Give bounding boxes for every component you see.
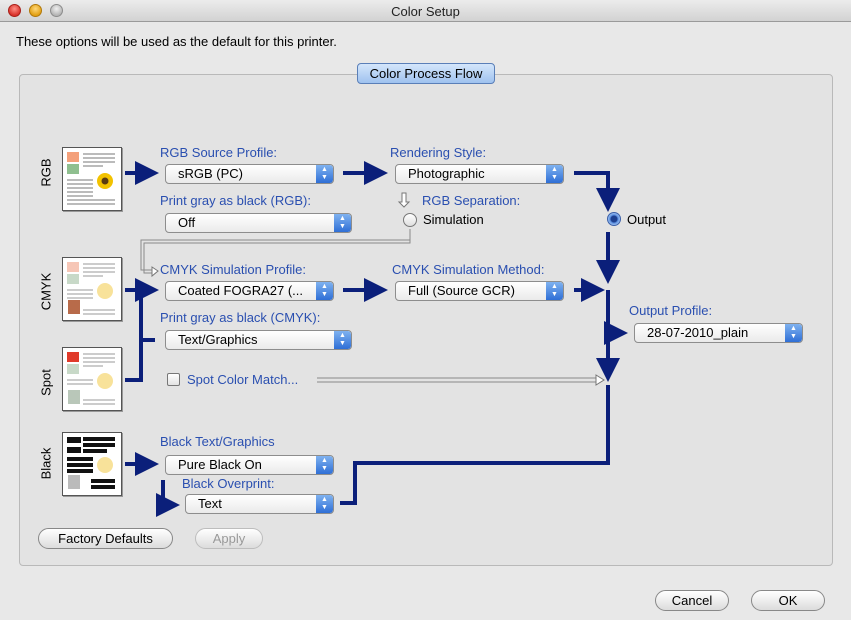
print-gray-cmyk-value: Text/Graphics xyxy=(178,332,258,347)
popup-arrows-icon: ▲▼ xyxy=(316,495,333,513)
simulation-radio[interactable] xyxy=(403,213,417,227)
popup-arrows-icon: ▲▼ xyxy=(334,331,351,349)
row-label-rgb: RGB xyxy=(38,158,54,187)
print-gray-cmyk-label: Print gray as black (CMYK): xyxy=(160,310,321,325)
apply-button[interactable]: Apply xyxy=(195,528,263,549)
popup-arrows-icon: ▲▼ xyxy=(334,214,351,232)
cmyk-simulation-profile-label: CMYK Simulation Profile: xyxy=(160,262,306,277)
factory-defaults-button[interactable]: Factory Defaults xyxy=(38,528,173,549)
popup-arrows-icon: ▲▼ xyxy=(316,456,333,474)
popup-arrows-icon: ▲▼ xyxy=(546,165,563,183)
black-text-graphics-value: Pure Black On xyxy=(178,457,262,472)
rgb-source-profile-value: sRGB (PC) xyxy=(178,166,243,181)
popup-arrows-icon: ▲▼ xyxy=(546,282,563,300)
cancel-button[interactable]: Cancel xyxy=(655,590,729,611)
print-gray-rgb-label: Print gray as black (RGB): xyxy=(160,193,311,208)
minimize-window-button[interactable] xyxy=(29,4,42,17)
title-bar: Color Setup xyxy=(0,0,851,22)
zoom-window-button[interactable] xyxy=(50,4,63,17)
simulation-radio-label: Simulation xyxy=(423,212,484,227)
rendering-style-label: Rendering Style: xyxy=(390,145,487,160)
black-overprint-value: Text xyxy=(198,496,222,511)
window-title: Color Setup xyxy=(391,4,460,19)
cmyk-simulation-method-label: CMYK Simulation Method: xyxy=(392,262,545,277)
spot-document-thumbnail xyxy=(62,347,122,411)
rendering-style-popup[interactable]: Photographic ▲▼ xyxy=(395,164,564,184)
print-gray-rgb-popup[interactable]: Off ▲▼ xyxy=(165,213,352,233)
row-label-cmyk: CMYK xyxy=(38,272,54,311)
cmyk-simulation-profile-value: Coated FOGRA27 (... xyxy=(178,283,303,298)
close-window-button[interactable] xyxy=(8,4,21,17)
output-radio-label: Output xyxy=(627,212,667,227)
spot-color-match-checkbox[interactable] xyxy=(167,373,180,386)
print-gray-rgb-value: Off xyxy=(178,215,196,230)
popup-arrows-icon: ▲▼ xyxy=(785,324,802,342)
print-gray-cmyk-popup[interactable]: Text/Graphics ▲▼ xyxy=(165,330,352,350)
output-profile-label: Output Profile: xyxy=(629,303,713,318)
black-text-graphics-label: Black Text/Graphics xyxy=(160,434,275,449)
intro-text: These options will be used as the defaul… xyxy=(16,34,337,49)
group-title: Color Process Flow xyxy=(357,63,495,84)
output-radio[interactable] xyxy=(607,212,621,226)
spot-color-match-label[interactable]: Spot Color Match... xyxy=(187,372,299,387)
cmyk-simulation-profile-popup[interactable]: Coated FOGRA27 (... ▲▼ xyxy=(165,281,334,301)
rendering-style-value: Photographic xyxy=(408,166,485,181)
ok-button[interactable]: OK xyxy=(751,590,825,611)
popup-arrows-icon: ▲▼ xyxy=(316,165,333,183)
black-text-graphics-popup[interactable]: Pure Black On ▲▼ xyxy=(165,455,334,475)
rgb-source-profile-label: RGB Source Profile: xyxy=(160,145,278,160)
row-label-spot: Spot xyxy=(38,369,54,396)
black-document-thumbnail xyxy=(62,432,122,496)
row-label-black: Black xyxy=(38,447,54,480)
cmyk-document-thumbnail xyxy=(62,257,122,321)
black-overprint-popup[interactable]: Text ▲▼ xyxy=(185,494,334,514)
output-profile-value: 28-07-2010_plain xyxy=(647,325,749,340)
cmyk-simulation-method-value: Full (Source GCR) xyxy=(408,283,515,298)
black-overprint-label: Black Overprint: xyxy=(182,476,275,491)
rgb-document-thumbnail xyxy=(62,147,122,211)
output-profile-popup[interactable]: 28-07-2010_plain ▲▼ xyxy=(634,323,803,343)
rgb-source-profile-popup[interactable]: sRGB (PC) ▲▼ xyxy=(165,164,334,184)
popup-arrows-icon: ▲▼ xyxy=(316,282,333,300)
cmyk-simulation-method-popup[interactable]: Full (Source GCR) ▲▼ xyxy=(395,281,564,301)
rgb-separation-label: RGB Separation: xyxy=(422,193,521,208)
